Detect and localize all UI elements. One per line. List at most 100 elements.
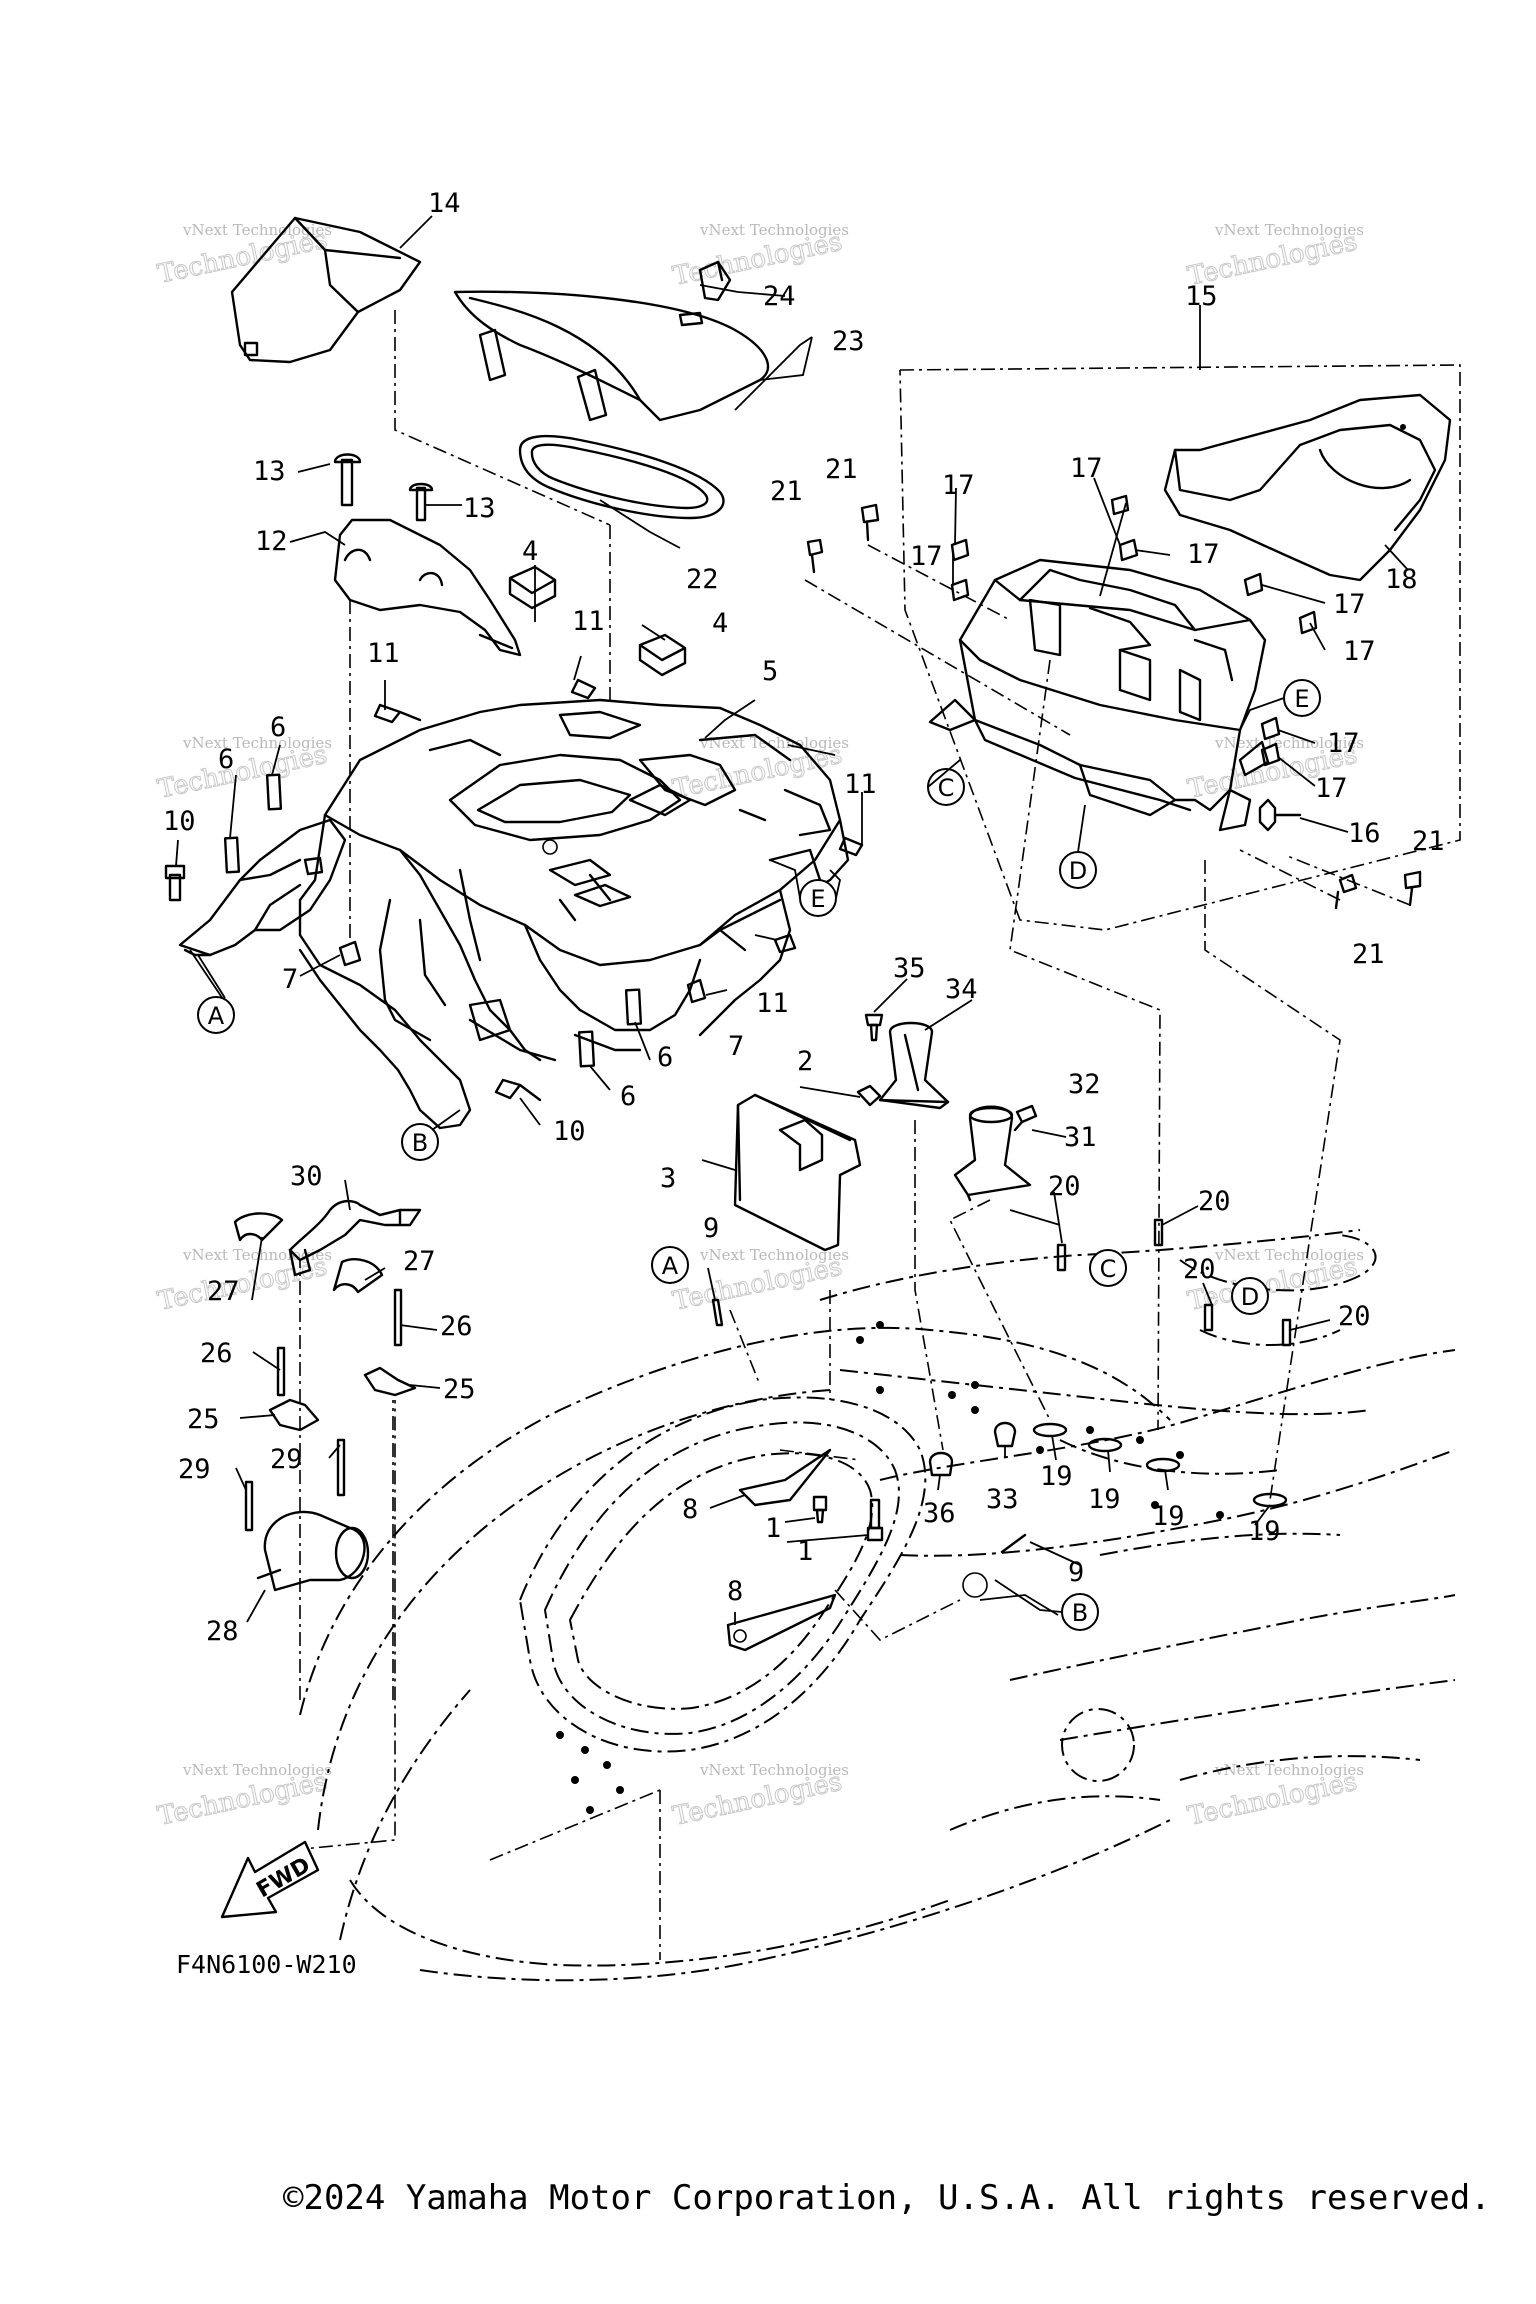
- hull-deck-outline: [299, 1229, 1456, 1982]
- part-9-pins: [711, 1298, 1027, 1554]
- part-12-bracket: [333, 518, 522, 657]
- callout-4: 4: [522, 536, 538, 567]
- part-8-brackets: [726, 1448, 837, 1652]
- ref-letter-a: A: [208, 1002, 225, 1030]
- callout-28: 28: [206, 1616, 239, 1647]
- watermark-text: vNext Technologies: [1214, 734, 1364, 752]
- ref-letter-b: B: [412, 1129, 428, 1157]
- ref-letter-b: B: [1072, 1599, 1088, 1627]
- fwd-arrow: FWD: [220, 1840, 320, 1919]
- watermark-text: vNext Technologies: [1214, 1761, 1364, 1779]
- callout-7: 7: [282, 964, 298, 995]
- part-31-boot: [953, 1105, 1032, 1202]
- callout-17: 17: [942, 470, 975, 501]
- ref-letter-c: C: [1100, 1255, 1117, 1283]
- callout-35: 35: [893, 953, 926, 984]
- callout-1: 1: [797, 1536, 813, 1567]
- callout-11: 11: [756, 988, 789, 1019]
- ref-letter-d: D: [1241, 1283, 1259, 1311]
- callout-15: 15: [1185, 281, 1218, 312]
- part-29-rivets: [244, 1438, 346, 1532]
- reference-markers: A A B B C C D D: [197, 679, 1321, 1631]
- part-10-side-guard: [178, 818, 347, 957]
- part-23-upper-cover: [453, 260, 770, 422]
- callout-5: 5: [762, 656, 778, 687]
- callout-9: 9: [1068, 1557, 1084, 1588]
- callout-25: 25: [443, 1374, 476, 1405]
- part-20-pins: [1056, 1218, 1292, 1347]
- part-32-screw: [1013, 1104, 1038, 1132]
- part-2-nut: [856, 1084, 882, 1107]
- callout-9: 9: [703, 1213, 719, 1244]
- ref-marker-d: D: [1231, 1277, 1269, 1315]
- ref-marker-c: C: [1089, 1249, 1127, 1287]
- callout-labels: 14 24 23 22 13 13 12 4 4 11 11 5 11 11 6…: [163, 188, 1445, 1647]
- callout-4: 4: [712, 608, 728, 639]
- watermark-text: vNext Technologies: [182, 221, 332, 239]
- callout-pointers: [175, 215, 1409, 1625]
- callout-23: 23: [832, 326, 865, 357]
- ref-marker-a: A: [197, 996, 235, 1034]
- copyright-notice: ©2024 Yamaha Motor Corporation, U.S.A. A…: [283, 2178, 1491, 2218]
- callout-11: 11: [572, 606, 605, 637]
- ref-marker-b: B: [401, 1123, 439, 1161]
- part-35-screw: [864, 1013, 884, 1042]
- callout-21: 21: [825, 454, 858, 485]
- callout-10: 10: [163, 806, 196, 837]
- callout-27: 27: [207, 1276, 240, 1307]
- part-25-mounts: [268, 1366, 417, 1432]
- callout-19: 19: [1248, 1516, 1281, 1547]
- part-6-strips: [223, 773, 643, 1068]
- callout-20: 20: [1048, 1171, 1081, 1202]
- watermark-text: vNext Technologies: [182, 1246, 332, 1264]
- part-30-strap: [288, 1199, 422, 1277]
- ref-marker-b: B: [1061, 1593, 1099, 1631]
- callout-19: 19: [1088, 1484, 1121, 1515]
- assembly-lines: [291, 310, 1411, 1960]
- ref-letter-e: E: [1294, 685, 1309, 713]
- callout-20: 20: [1198, 1186, 1231, 1217]
- watermark-text: vNext Technologies: [699, 221, 849, 239]
- callout-21: 21: [1412, 826, 1445, 857]
- ref-marker-e: E: [799, 879, 837, 917]
- watermark-text: vNext Technologies: [699, 1761, 849, 1779]
- callout-17: 17: [1343, 636, 1376, 667]
- callout-18: 18: [1385, 564, 1418, 595]
- part-26-rivets: [276, 1288, 403, 1397]
- callout-30: 30: [290, 1161, 323, 1192]
- callout-17: 17: [910, 541, 943, 572]
- callout-25: 25: [187, 1404, 220, 1435]
- callout-10: 10: [553, 1116, 586, 1147]
- callout-6: 6: [270, 712, 286, 743]
- callout-7: 7: [728, 1031, 744, 1062]
- callout-11: 11: [367, 638, 400, 669]
- callout-8: 8: [727, 1576, 743, 1607]
- part-3-box: [733, 1093, 862, 1252]
- callout-17: 17: [1315, 773, 1348, 804]
- part-34-boot: [878, 1021, 950, 1110]
- part-4-caps: [508, 565, 687, 677]
- callout-24: 24: [763, 281, 796, 312]
- callout-33: 33: [986, 1484, 1019, 1515]
- callout-20: 20: [1338, 1301, 1371, 1332]
- watermark-text: vNext Technologies: [1214, 1246, 1364, 1264]
- callout-13: 13: [253, 456, 286, 487]
- callout-17: 17: [1187, 539, 1220, 570]
- ref-marker-d: D: [1059, 851, 1097, 889]
- part-7-nuts: [338, 940, 707, 1004]
- ref-marker-c: C: [927, 768, 965, 806]
- part-5-main-shell: [298, 698, 850, 1130]
- callout-21: 21: [770, 476, 803, 507]
- watermark-text: vNext Technologies: [699, 1246, 849, 1264]
- ref-letter-e: E: [810, 885, 825, 913]
- callout-12: 12: [255, 526, 288, 557]
- watermark-text: vNext Technologies: [1214, 221, 1364, 239]
- callout-29: 29: [270, 1444, 303, 1475]
- ref-marker-a: A: [651, 1246, 689, 1284]
- callout-17: 17: [1070, 453, 1103, 484]
- callout-36: 36: [923, 1498, 956, 1529]
- callout-11: 11: [844, 769, 877, 800]
- bolts-10-11: [164, 678, 864, 1102]
- ref-letter-c: C: [938, 774, 955, 802]
